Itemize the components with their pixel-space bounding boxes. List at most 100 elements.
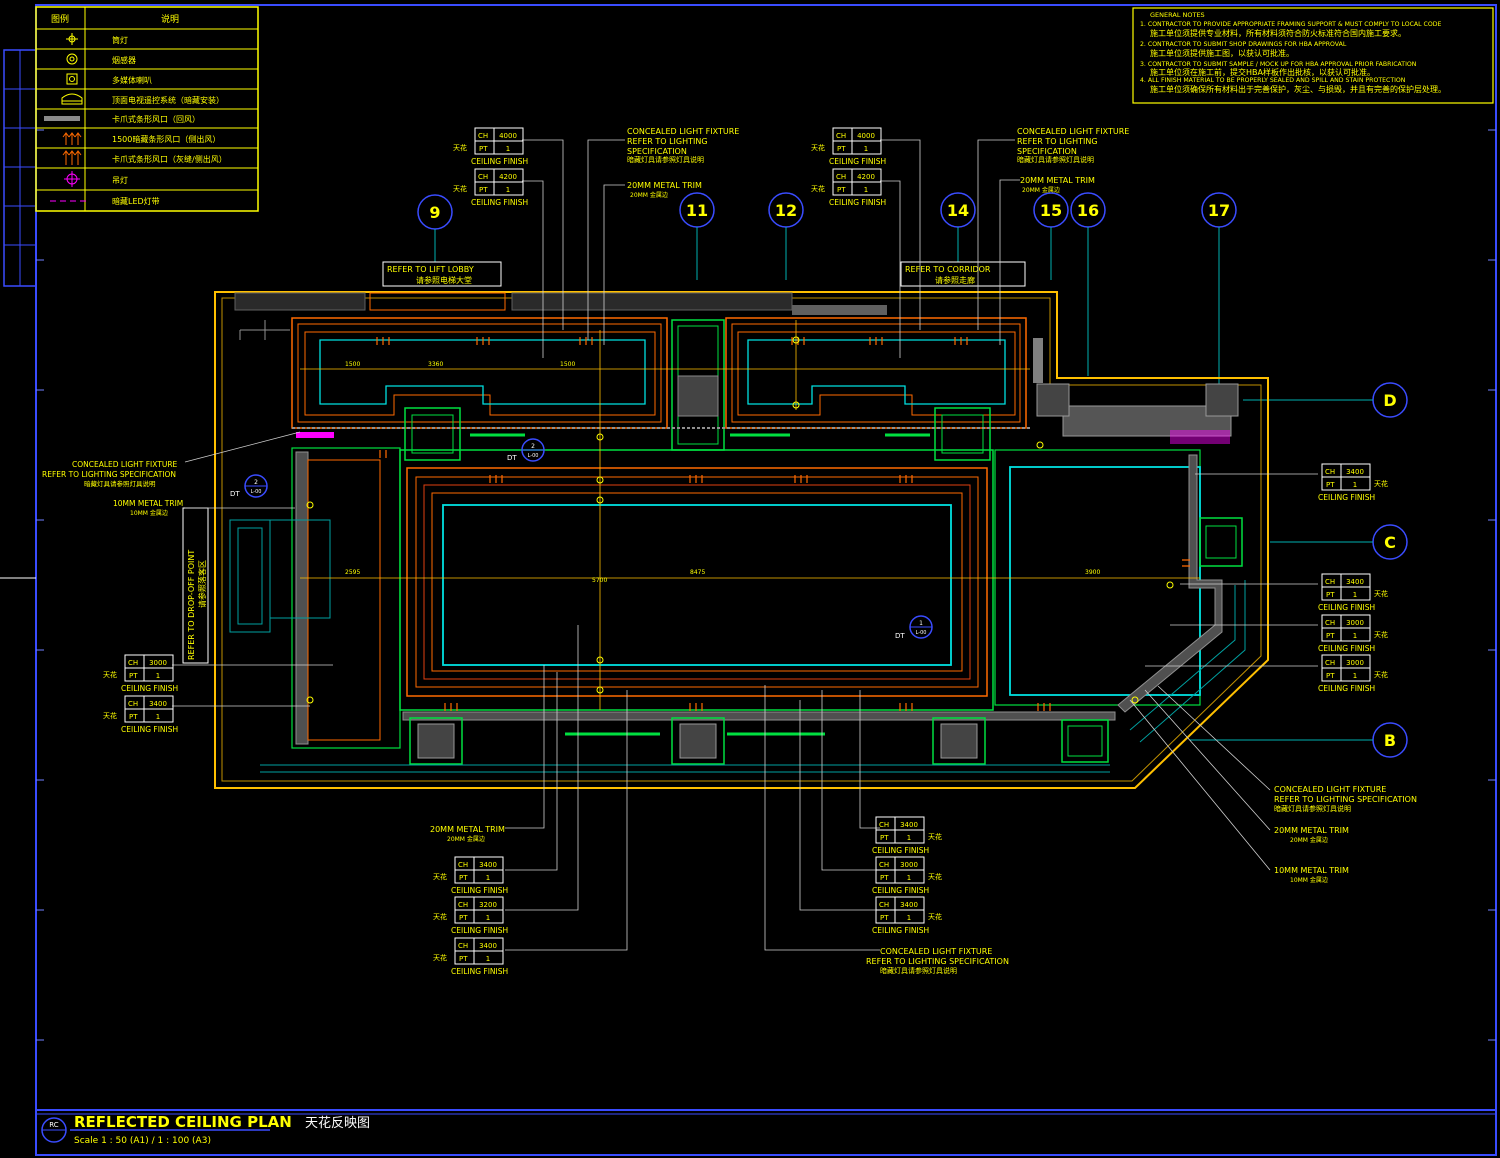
concealed-b-cn: 暗藏灯具请参照灯具说明 (880, 966, 957, 975)
concealed-tr-l1: CONCEALED LIGHT FIXTURE (1017, 127, 1129, 136)
ref-lift-lobby-en: REFER TO LIFT LOBBY (387, 265, 474, 274)
grid-bubble-14: 14 (947, 201, 969, 220)
trim10-r: 10MM METAL TRIM (1274, 866, 1349, 875)
leader-lines (172, 139, 1318, 951)
finish-tag-ch-value: 3200 (479, 901, 497, 909)
finish-tag-pt-label: PT (1326, 672, 1335, 680)
finish-tag-pt-value: 1 (156, 713, 160, 721)
section-marker-1: 1 L-00 DT (895, 615, 933, 640)
finish-tag-ch-label: CH (836, 132, 846, 140)
label-concealed-left: CONCEALED LIGHT FIXTURE REFER TO LIGHTIN… (42, 460, 183, 517)
top-wall-dark-band (234, 292, 1232, 437)
section-2-number: 2 (531, 443, 535, 450)
finish-tag-note: 天花 (811, 184, 825, 193)
finish-tag-pt-value: 1 (506, 145, 510, 153)
finish-tag-ch-value: 4200 (857, 173, 875, 181)
grid-bubble-15: 15 (1040, 201, 1062, 220)
ref-drop-off-en: REFER TO DROP-OFF POINT (187, 550, 196, 660)
finish-tag-ch-value: 3400 (1346, 468, 1364, 476)
concealed-tr-l3: SPECIFICATION (1017, 147, 1077, 156)
finish-tag-note: 天花 (433, 953, 447, 962)
trim20-r: 20MM METAL TRIM (1274, 826, 1349, 835)
finish-tag-ch-value: 3000 (900, 861, 918, 869)
finish-tag-note: 天花 (1374, 630, 1388, 639)
section-2-tag: DT (507, 454, 517, 462)
finish-tag-pt-value: 1 (907, 874, 911, 882)
legend-label-pendant: 吊灯 (112, 175, 128, 185)
note-4-cn: 施工单位须确保所有材料出于完善保护，灰尘、与损毁，并且有完善的保护层处理。 (1150, 84, 1446, 94)
finish-tag-note: 天花 (811, 143, 825, 152)
title-cn: 天花反映图 (305, 1115, 370, 1131)
concealed-b-l2: REFER TO LIGHTING SPECIFICATION (866, 957, 1009, 966)
finish-tag-pt-value: 1 (486, 955, 490, 963)
finish-tag-caption: CEILING FINISH (1318, 684, 1375, 693)
section-marker-3: 2 L-00 DT (230, 474, 268, 498)
section-1-number: 1 (919, 620, 923, 627)
finish-tag-pt-value: 1 (486, 874, 490, 882)
finish-tag-ch-label: CH (879, 861, 889, 869)
grid-bubble-d: D (1383, 391, 1396, 410)
finish-tag-caption: CEILING FINISH (1318, 644, 1375, 653)
finish-tag-caption: CEILING FINISH (451, 886, 508, 895)
finish-tag-ch-value: 3400 (479, 861, 497, 869)
finish-tag-ch-label: CH (458, 942, 468, 950)
left-ceiling-zone (229, 320, 401, 749)
finish-tag-pt-value: 1 (1353, 481, 1357, 489)
finish-tag-pt-value: 1 (907, 834, 911, 842)
concealed-r-l2: REFER TO LIGHTING SPECIFICATION (1274, 795, 1417, 804)
trim10-l-cn: 10MM 金属边 (130, 509, 168, 517)
finish-tag-pt-label: PT (129, 713, 138, 721)
downlight-icon (66, 33, 78, 45)
finish-tag-caption: CEILING FINISH (451, 967, 508, 976)
finish-tag-note: 天花 (433, 872, 447, 881)
finish-tag-pt-label: PT (837, 186, 846, 194)
legend-label-led-strip: 暗藏LED灯带 (112, 196, 160, 206)
note-1-cn: 施工单位须提供专业材料，所有材料须符合防火标准符合国内施工要求。 (1150, 28, 1406, 38)
finish-tag-ch-value: 3400 (149, 700, 167, 708)
finish-tag-caption: CEILING FINISH (471, 198, 528, 207)
note-4-en: 4. ALL FINISH MATERIAL TO BE PROPERLY SE… (1140, 77, 1406, 84)
ref-drop-off: REFER TO DROP-OFF POINT 请参照落客区 (182, 507, 209, 664)
finish-tag-ch-value: 3400 (900, 901, 918, 909)
concealed-l-cn: 暗藏灯具请参照灯具说明 (84, 479, 156, 488)
finish-tag-pt-label: PT (880, 914, 889, 922)
legend-label-speaker: 多媒体喇叭 (112, 75, 152, 85)
dim-5700: 5700 (592, 577, 607, 584)
section-1-tag: DT (895, 632, 905, 640)
finish-tag-ch-value: 4200 (499, 173, 517, 181)
grid-bubble-b: B (1384, 731, 1396, 750)
speaker-icon (66, 73, 78, 85)
finish-tag-pt-label: PT (459, 914, 468, 922)
finish-tag-note: 天花 (928, 872, 942, 881)
concealed-tr-cn: 暗藏灯具请参照灯具说明 (1017, 155, 1094, 164)
finish-tag-caption: CEILING FINISH (1318, 493, 1375, 502)
ref-corridor: REFER TO CORRIDOR 请参照走廊 (900, 261, 1026, 287)
note-1-en: 1. CONTRACTOR TO PROVIDE APPROPRIATE FRA… (1140, 21, 1441, 28)
title-en: REFLECTED CEILING PLAN (74, 1113, 292, 1131)
concealed-r-cn: 暗藏灯具请参照灯具说明 (1274, 804, 1351, 813)
ceiling-zone-top-right (725, 317, 1027, 429)
concealed-tl-l1: CONCEALED LIGHT FIXTURE (627, 127, 739, 136)
finish-tag-pt-value: 1 (506, 186, 510, 194)
return-diffuser-icon (62, 150, 82, 165)
grid-bubble-16: 16 (1077, 201, 1099, 220)
finish-tag-ch-value: 4000 (499, 132, 517, 140)
finish-tag-note: 天花 (103, 670, 117, 679)
finish-tag-note: 天花 (433, 912, 447, 921)
finish-tag-caption: CEILING FINISH (121, 725, 178, 734)
finish-tag-ch-label: CH (458, 861, 468, 869)
legend-table: 图例 说明 筒灯 烟感器 多媒体喇叭 (35, 6, 259, 212)
legend-label-return-diffuser: 卡爪式条形风口（灰缝/侧出风） (112, 154, 227, 164)
label-concealed-bottom: CONCEALED LIGHT FIXTURE REFER TO LIGHTIN… (430, 825, 1009, 975)
grid-bubble-17: 17 (1208, 201, 1230, 220)
